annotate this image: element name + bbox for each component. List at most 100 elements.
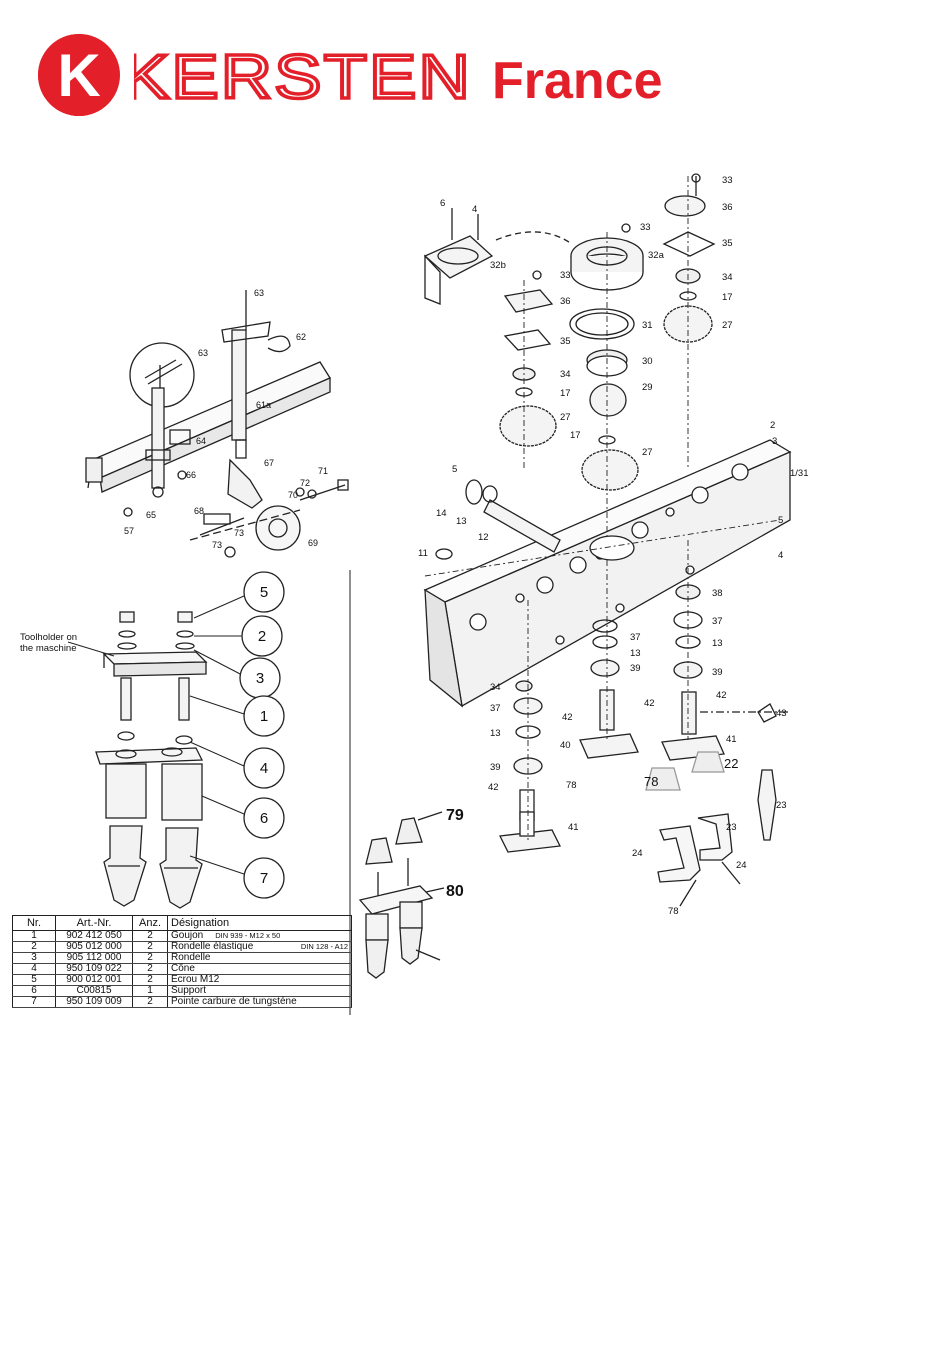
- cell-designation-text: Rondelle: [171, 952, 211, 963]
- linkage-label: 62: [296, 332, 306, 342]
- cell-art: 905 012 000: [55, 941, 133, 953]
- cell-designation-text: Pointe carbure de tungstène: [171, 996, 297, 1007]
- assembly-label: 14: [436, 508, 447, 519]
- callout-7: 7: [260, 870, 268, 887]
- assembly-label: 29: [642, 382, 653, 393]
- linkage-drawing: [85, 290, 349, 558]
- assembly-label: 27: [560, 412, 571, 423]
- col-designation: Désignation: [167, 915, 352, 931]
- assembly-label: 33: [640, 222, 651, 233]
- assembly-label: 13: [712, 638, 723, 649]
- callout-3: 3: [256, 670, 264, 687]
- linkage-label: 72: [300, 478, 310, 488]
- cell-art: 950 109 009: [55, 996, 133, 1008]
- linkage-label: 73: [212, 540, 222, 550]
- cell-nr: 3: [12, 952, 56, 964]
- cell-nr: 6: [12, 985, 56, 997]
- assembly-label: 24: [736, 860, 747, 871]
- assembly-label: 36: [722, 202, 733, 213]
- assembly-label: 80: [446, 883, 464, 900]
- assembly-label: 17: [570, 430, 581, 441]
- assembly-label: 1/31: [790, 468, 809, 479]
- cell-anz: 1: [132, 985, 168, 997]
- cell-nr: 4: [12, 963, 56, 975]
- assembly-label: 17: [560, 388, 571, 399]
- cell-designation-text: Rondelle élastique: [171, 941, 254, 952]
- assembly-label: 42: [716, 690, 727, 701]
- toolholder-drawing: [67, 570, 351, 1015]
- assembly-label: 37: [490, 703, 501, 714]
- linkage-label: 70: [288, 490, 298, 500]
- col-nr: Nr.: [12, 915, 56, 931]
- assembly-label: 5: [452, 464, 457, 475]
- assembly-label: 42: [562, 712, 573, 723]
- cell-nr: 1: [12, 930, 56, 942]
- cell-anz: 2: [132, 930, 168, 942]
- col-anz: Anz.: [132, 915, 168, 931]
- assembly-label: 4: [472, 204, 477, 215]
- cell-art: 905 112 000: [55, 952, 133, 964]
- cell-nr: 2: [12, 941, 56, 953]
- assembly-label: 39: [490, 762, 501, 773]
- cell-nr: 7: [12, 996, 56, 1008]
- toolholder-callout-line2: the maschine: [20, 643, 77, 654]
- assembly-label: 13: [630, 648, 641, 659]
- linkage-label: 71: [318, 466, 328, 476]
- cell-anz: 2: [132, 996, 168, 1008]
- assembly-label: 37: [630, 632, 641, 643]
- assembly-label: 27: [642, 447, 653, 458]
- linkage-label: 57: [124, 526, 134, 536]
- linkage-label: 63: [254, 288, 264, 298]
- assembly-label: 3: [772, 436, 777, 447]
- assembly-label: 39: [712, 667, 723, 678]
- assembly-label: 78: [644, 774, 658, 789]
- linkage-label: 66: [186, 470, 196, 480]
- linkage-label: 73: [234, 528, 244, 538]
- assembly-label: 13: [456, 516, 467, 527]
- svg-text:K: K: [57, 42, 100, 109]
- assembly-label: 12: [478, 532, 489, 543]
- assembly-label: 79: [446, 807, 464, 824]
- assembly-label: 34: [560, 369, 571, 380]
- linkage-label: 69: [308, 538, 318, 548]
- assembly-label: 6: [440, 198, 445, 209]
- assembly-label: 23: [726, 822, 737, 833]
- linkage-label: 64: [196, 436, 206, 446]
- cell-des: Cône: [167, 963, 352, 975]
- linkage-label: 67: [264, 458, 274, 468]
- assembly-label: 43: [776, 708, 787, 719]
- cell-des: Pointe carbure de tungstène: [167, 996, 352, 1008]
- callout-5: 5: [260, 584, 268, 601]
- col-art: Art.-Nr.: [55, 915, 133, 931]
- assembly-label: 41: [726, 734, 737, 745]
- assembly-label: 24: [632, 848, 643, 859]
- cell-art: C00815: [55, 985, 133, 997]
- linkage-label: 68: [194, 506, 204, 516]
- toolholder-callout-line1: Toolholder on: [20, 632, 77, 643]
- assembly-label: 41: [568, 822, 579, 833]
- assembly-label: 32a: [648, 250, 665, 261]
- assembly-label: 5: [778, 515, 783, 526]
- assembly-label: 11: [418, 548, 428, 559]
- cell-anz: 2: [132, 952, 168, 964]
- assembly-label: 34: [722, 272, 733, 283]
- assembly-label: 33: [560, 270, 571, 281]
- cell-designation-text: Goujon: [171, 930, 204, 941]
- assembly-label: 13: [490, 728, 501, 739]
- logo-brand-rest: KERSTEN: [122, 43, 472, 112]
- cell-designation-text: Support: [171, 985, 207, 996]
- assembly-label: 4: [778, 550, 783, 561]
- cell-anz: 2: [132, 963, 168, 975]
- assembly-label: 2: [770, 420, 775, 431]
- assembly-label: 35: [560, 336, 571, 347]
- cell-anz: 2: [132, 941, 168, 953]
